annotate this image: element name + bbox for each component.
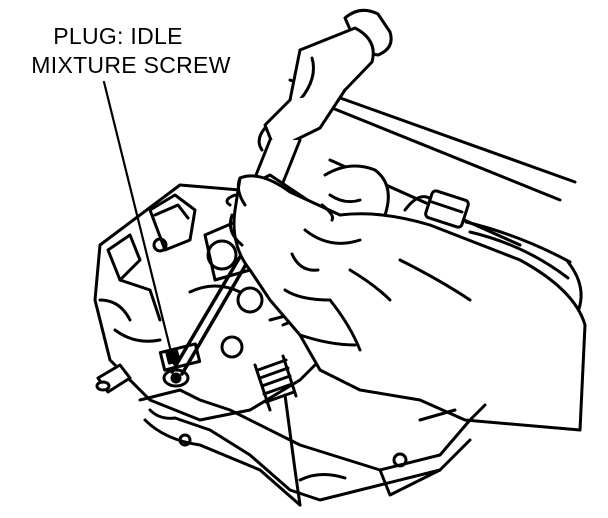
spring bbox=[253, 354, 298, 412]
punch-tool bbox=[170, 248, 254, 376]
callout-line-1: PLUG: IDLE bbox=[53, 23, 183, 49]
fitting-pin bbox=[95, 363, 132, 394]
callout-line-2: MIXTURE SCREW bbox=[31, 52, 231, 78]
callout-label: PLUG: IDLE MIXTURE SCREW bbox=[6, 22, 256, 80]
callout-leader-line bbox=[102, 80, 176, 366]
throttle-body-rear bbox=[323, 164, 390, 227]
base-plate bbox=[138, 388, 487, 507]
hand bbox=[225, 174, 587, 432]
